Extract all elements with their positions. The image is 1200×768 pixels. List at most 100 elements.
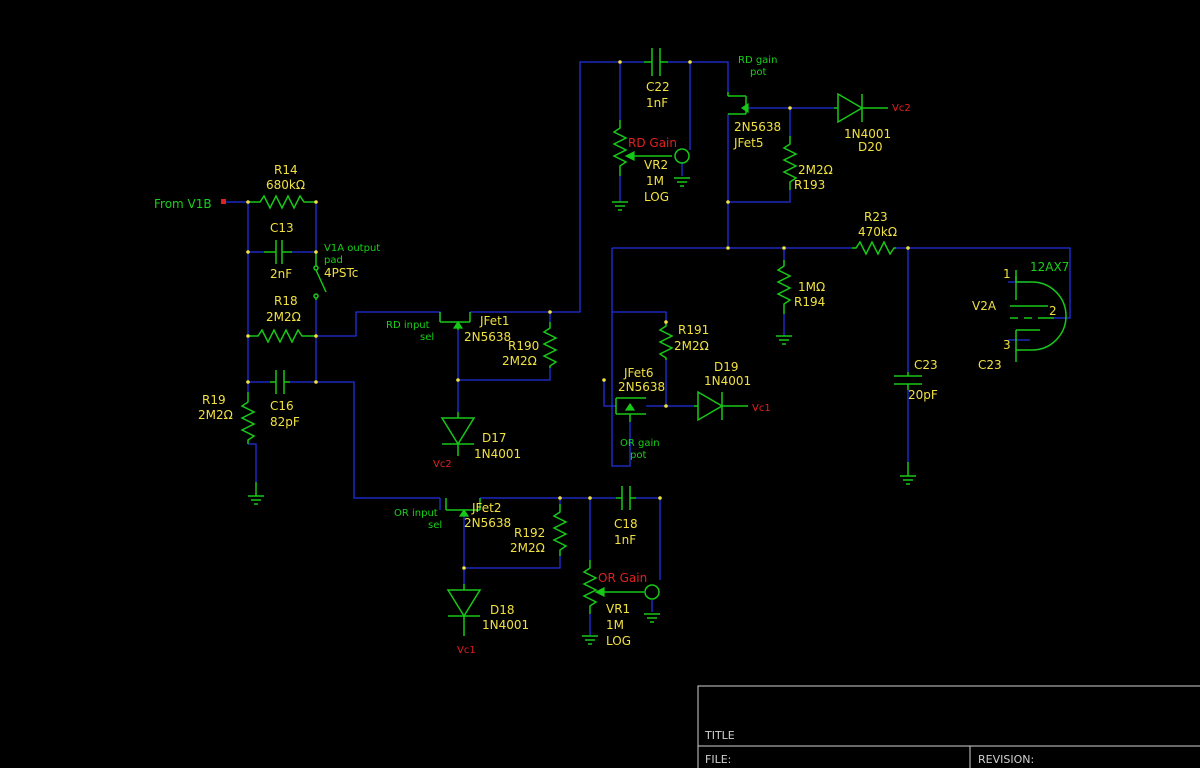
r23-name: R23 [864, 210, 888, 224]
title-block: TITLE FILE: REVISION: [697, 685, 1200, 768]
vr1-value: 1M [606, 618, 624, 632]
tube-v2a [1010, 270, 1067, 362]
jfet6-transistor [615, 397, 646, 422]
r19-value: 2M2Ω [198, 408, 233, 422]
rd-sel-label-2: sel [420, 332, 434, 343]
ground-icon [776, 335, 792, 345]
or-gain-label: OR Gain [598, 571, 647, 585]
or-sel-label-1: OR input [394, 508, 438, 519]
r193-name: R193 [794, 178, 825, 192]
r192-name: R192 [514, 526, 545, 540]
r19-resistor [240, 392, 256, 444]
r14-name: R14 [274, 163, 298, 177]
capacitors [264, 48, 922, 510]
title-label: TITLE [704, 729, 735, 742]
diodes [440, 92, 888, 636]
ground-icon [674, 177, 690, 187]
d19-type: 1N4001 [704, 374, 751, 388]
r190-name: R190 [508, 339, 539, 353]
c16-value: 82pF [270, 415, 300, 429]
or-pot-label-1: OR gain [620, 438, 660, 449]
d17-name: D17 [482, 431, 507, 445]
jfet2-type: 2N5638 [464, 516, 511, 530]
file-label: FILE: [705, 753, 731, 766]
r193-resistor [782, 136, 798, 190]
r191-name: R191 [678, 323, 709, 337]
r193-value: 2M2Ω [798, 163, 833, 177]
jfet5-transistor [727, 92, 749, 115]
jfet6-type: 2N5638 [618, 380, 665, 394]
switch-label-2: pad [324, 255, 343, 266]
c16-name: C16 [270, 399, 294, 413]
or-sel-label-2: sel [428, 520, 442, 531]
r191-value: 2M2Ω [674, 339, 709, 353]
jfets [439, 92, 749, 517]
d19-diode [694, 390, 748, 422]
or-pot-label-2: pot [630, 450, 646, 461]
switch-label-1: V1A output [324, 243, 380, 254]
jfet6-name: JFet6 [623, 366, 654, 380]
r192-resistor [552, 504, 568, 556]
ground-icon [900, 462, 916, 485]
vr2-taper: LOG [644, 190, 669, 204]
jfet5-name: JFet5 [733, 136, 764, 150]
r18-name: R18 [274, 294, 298, 308]
c18-value: 1nF [614, 533, 636, 547]
c23-name: C23 [914, 358, 938, 372]
d18-diode [446, 584, 482, 636]
c23-value: 20pF [908, 388, 938, 402]
jfet5-type: 2N5638 [734, 120, 781, 134]
r18-resistor [248, 328, 316, 344]
d17-diode [440, 412, 476, 456]
r23-resistor [852, 240, 896, 256]
r190-resistor [542, 322, 558, 368]
rd-gain-label: RD Gain [628, 136, 677, 150]
d20-type: 1N4001 [844, 127, 891, 141]
c22-name: C22 [646, 80, 670, 94]
tube-type: 12AX7 [1030, 260, 1069, 274]
r192-value: 2M2Ω [510, 541, 545, 555]
r194-name: R194 [794, 295, 825, 309]
rd-sel-label-1: RD input [386, 320, 430, 331]
c13-value: 2nF [270, 267, 292, 281]
ground-icon [248, 482, 264, 505]
jfet2-name: JFet2 [471, 501, 502, 515]
jfet1-name: JFet1 [479, 314, 510, 328]
ground-icon [582, 635, 598, 645]
ground-icon [644, 613, 660, 623]
rd-pot-label-1: RD gain [738, 55, 777, 66]
jfet1-type: 2N5638 [464, 330, 511, 344]
d18-type: 1N4001 [482, 618, 529, 632]
r18-value: 2M2Ω [266, 310, 301, 324]
r14-value: 680kΩ [266, 178, 305, 192]
r191-resistor [658, 322, 674, 360]
d18-net: Vc1 [457, 645, 476, 656]
grounds [248, 177, 916, 645]
ground-icon [612, 201, 628, 211]
tube-name: V2A [972, 299, 997, 313]
c22-value: 1nF [646, 96, 668, 110]
vr1-potentiometer [582, 560, 598, 614]
r190-value: 2M2Ω [502, 354, 537, 368]
d17-net: Vc2 [433, 459, 452, 470]
c18-name: C18 [614, 517, 638, 531]
labels: From V1B R14 680kΩ C13 2nF V1A output pa… [154, 55, 1069, 656]
pad-switch [313, 252, 327, 300]
c13-name: C13 [270, 221, 294, 235]
r194-resistor [776, 260, 792, 314]
revision-label: REVISION: [978, 753, 1034, 766]
r14-resistor [248, 194, 316, 210]
vr2-potentiometer [612, 120, 628, 176]
resistors [240, 120, 896, 614]
tube-ref: C23 [978, 358, 1002, 372]
tube-pin-3: 3 [1003, 338, 1011, 352]
vr2-name: VR2 [644, 158, 668, 172]
d18-name: D18 [490, 603, 515, 617]
tube-pin-1: 1 [1003, 267, 1011, 281]
d17-type: 1N4001 [474, 447, 521, 461]
switch-name: 4PSTc [324, 266, 358, 280]
d19-net: Vc1 [752, 403, 771, 414]
vr1-taper: LOG [606, 634, 631, 648]
jfet2-transistor [445, 498, 481, 517]
